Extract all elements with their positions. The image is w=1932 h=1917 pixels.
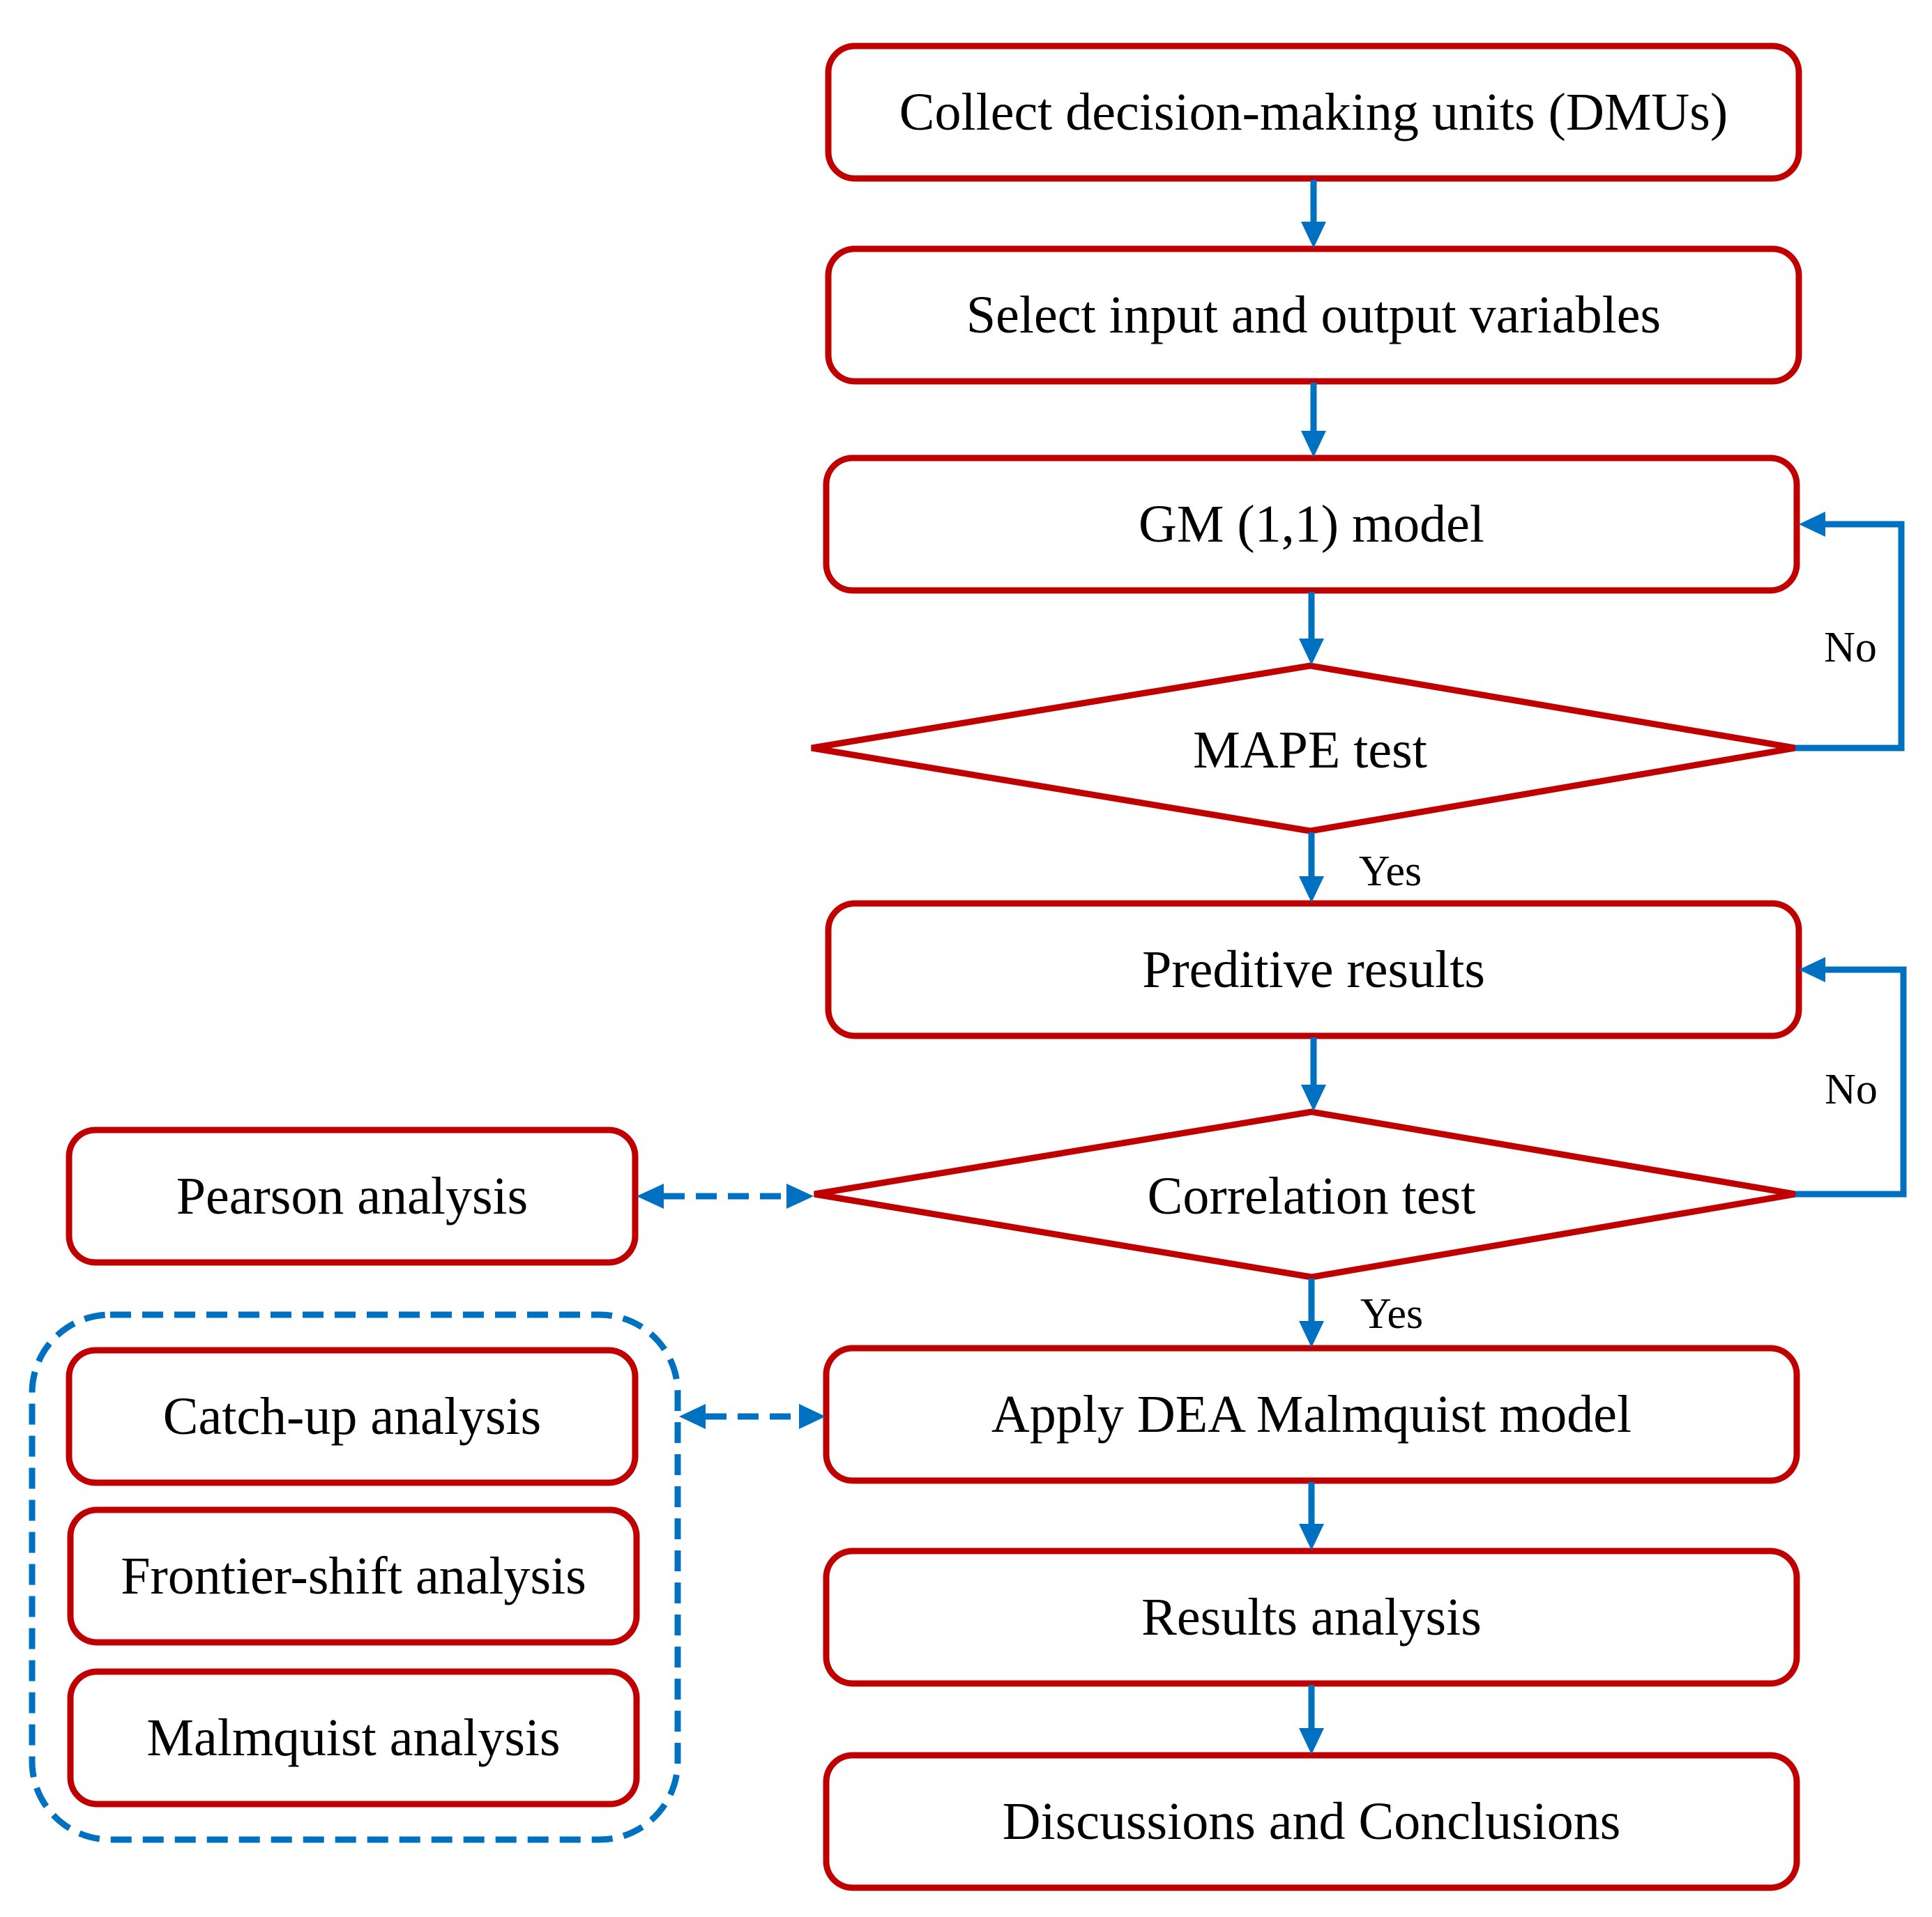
arrow-correlation-no-loop (1795, 957, 1907, 1198)
node-select-variables-label: Select input and output variables (966, 286, 1661, 344)
node-pearson: Pearson analysis (66, 1126, 639, 1266)
node-catch-up-label: Catch-up analysis (163, 1387, 541, 1446)
node-pearson-label: Pearson analysis (176, 1167, 528, 1225)
arrow-collect-to-select (1301, 180, 1326, 248)
node-mape-test: MAPE test (811, 662, 1796, 834)
node-apply-dea-label: Apply DEA Malmquist model (991, 1385, 1631, 1444)
arrow-mape-yes (1299, 832, 1324, 903)
analysis-group-frame (29, 1311, 681, 1843)
arrow-gm-to-mape (1299, 592, 1324, 665)
label-mape-yes: Yes (1359, 848, 1422, 895)
arrow-dea-analysis-group (679, 1404, 826, 1429)
node-predictive-results-label: Preditive results (1142, 940, 1485, 999)
node-collect-dmus: Collect decision-making units (DMUs) (825, 43, 1802, 182)
node-malmquist: Malmquist analysis (67, 1668, 640, 1808)
node-mape-test-label: MAPE test (1193, 721, 1427, 779)
node-correlation-test-label: Correlation test (1148, 1167, 1476, 1225)
node-malmquist-label: Malmquist analysis (146, 1709, 560, 1767)
label-correlation-yes: Yes (1360, 1290, 1423, 1338)
label-mape-no: No (1824, 624, 1877, 671)
arrow-dea-to-results (1299, 1482, 1324, 1550)
node-results-analysis-label: Results analysis (1141, 1588, 1482, 1647)
node-correlation-test: Correlation test (814, 1108, 1796, 1281)
node-catch-up: Catch-up analysis (66, 1347, 639, 1486)
node-gm-model-label: GM (1,1) model (1139, 495, 1484, 553)
arrow-select-to-gm (1301, 383, 1326, 457)
arrow-correlation-yes (1299, 1278, 1324, 1347)
label-correlation-no: No (1825, 1066, 1878, 1113)
node-collect-dmus-label: Collect decision-making units (DMUs) (899, 83, 1728, 142)
node-frontier-shift-label: Frontier-shift analysis (121, 1547, 586, 1605)
node-predictive-results: Preditive results (825, 900, 1802, 1039)
arrow-results-to-discussions (1299, 1685, 1324, 1755)
node-select-variables: Select input and output variables (825, 245, 1802, 385)
node-apply-dea: Apply DEA Malmquist model (823, 1345, 1800, 1484)
node-discussions-label: Discussions and Conclusions (1003, 1792, 1621, 1851)
arrow-correlation-pearson (637, 1184, 814, 1209)
node-gm-model: GM (1,1) model (823, 455, 1800, 594)
arrow-predictive-to-correlation (1301, 1037, 1326, 1111)
node-discussions: Discussions and Conclusions (823, 1752, 1800, 1891)
arrow-mape-no-loop (1795, 512, 1905, 751)
node-frontier-shift: Frontier-shift analysis (67, 1506, 640, 1646)
node-results-analysis: Results analysis (823, 1548, 1800, 1687)
